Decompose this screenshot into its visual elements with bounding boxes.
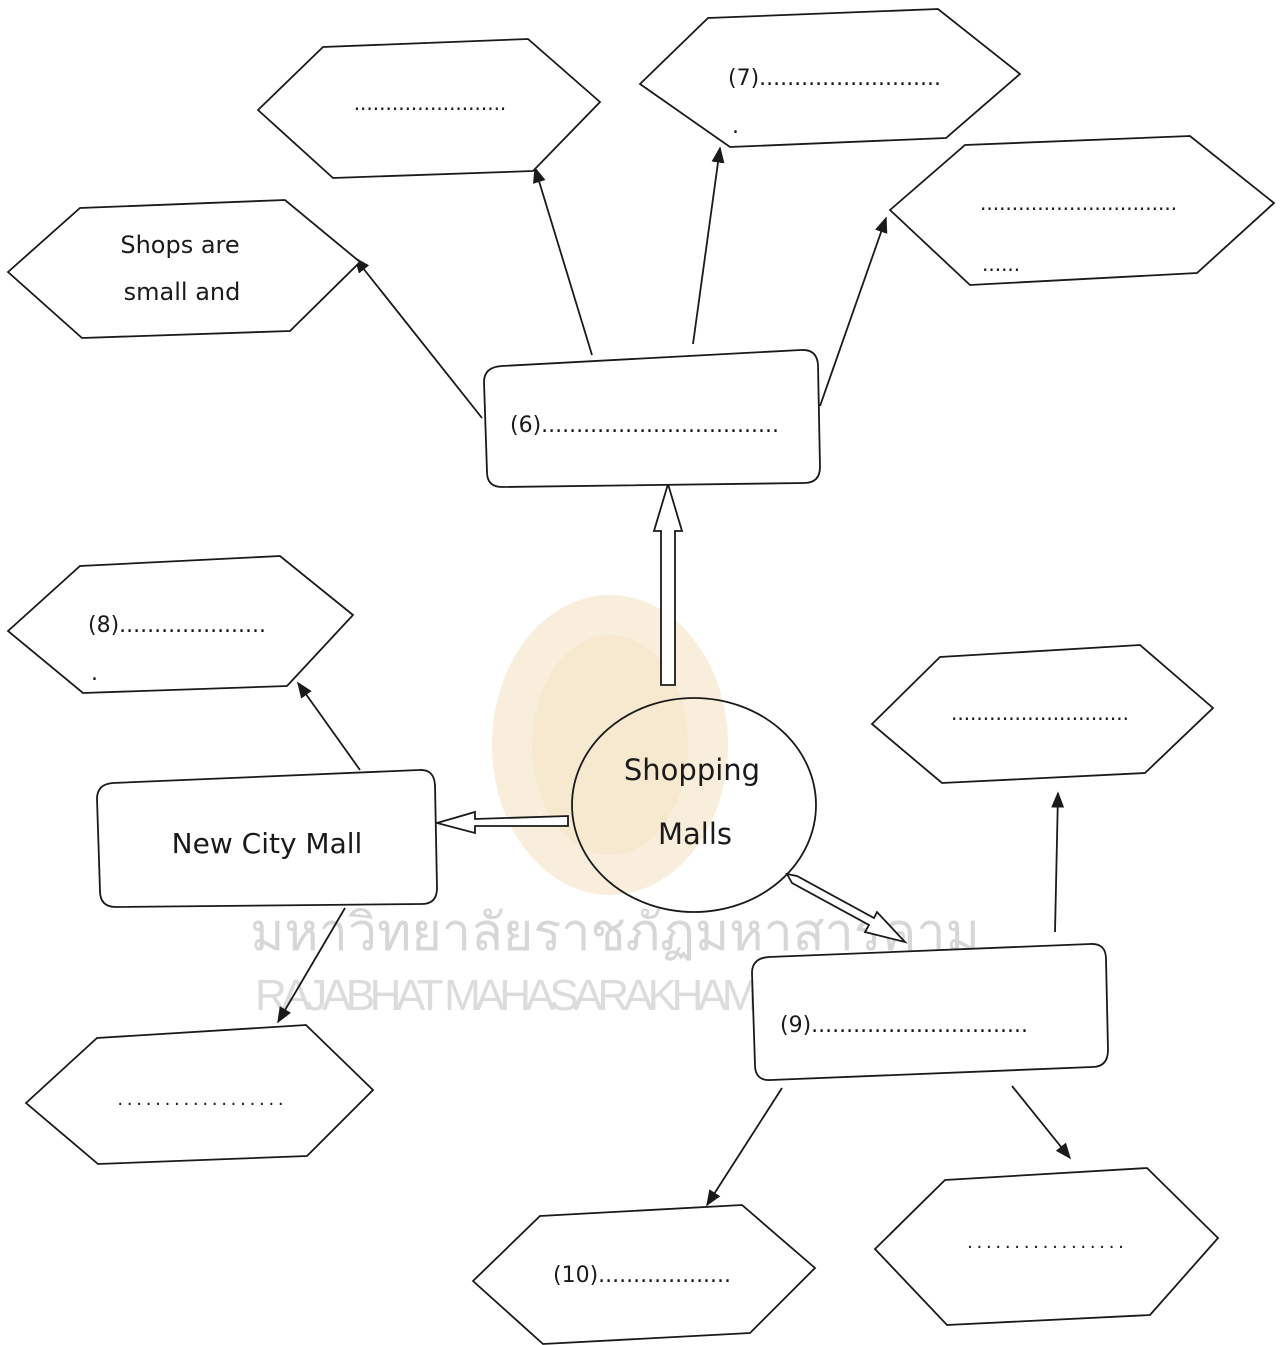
hexagon-top-far-left-line-1: Shops are (120, 231, 239, 259)
center-label-line-1: Shopping (624, 753, 760, 787)
hexagon-left-upper-line-1: (8)..................... (88, 613, 266, 638)
connector-right-to-lower-right (1011, 1085, 1072, 1160)
box-top-label: (6).................................. (510, 413, 779, 438)
hexagon-left-upper-line-2: . (91, 661, 98, 686)
connector-top-to-right (819, 216, 888, 407)
connector-top-to-mid-left (533, 166, 593, 356)
box-right-label: (9)............................... (780, 1013, 1028, 1038)
connector-top-to-mid-right (692, 146, 725, 345)
hexagon-top-mid-right (638, 8, 1022, 148)
hexagon-top-far-left (6, 199, 362, 339)
center-label-line-2: Malls (658, 817, 732, 851)
connector-left-to-lower (277, 907, 346, 1024)
connector-right-to-upper (1051, 791, 1065, 933)
hexagon-right-lower-left (471, 1204, 817, 1345)
hollow-arrow-center-to-top (652, 480, 684, 686)
hollow-arrow-center-to-left (433, 810, 569, 835)
hexagon-right-lower-left-line-1: (10)................... (553, 1263, 731, 1288)
box-right (751, 943, 1109, 1081)
hexagon-top-right-line-1: ............................... (980, 191, 1177, 215)
hexagon-right-lower-right (873, 1167, 1220, 1326)
hexagon-right-upper (870, 644, 1215, 784)
hexagon-top-mid-right-line-1: (7).......................... (728, 66, 941, 91)
hexagon-top-mid-left (256, 38, 602, 179)
hollow-arrow-center-to-right (785, 872, 908, 944)
hexagon-left-upper (6, 555, 355, 694)
hexagon-right-upper-line-1: ............................ (951, 701, 1129, 725)
connector-right-to-lower-left (706, 1087, 783, 1207)
box-left-label: New City Mall (172, 827, 363, 860)
hexagon-top-right (888, 135, 1276, 286)
center-circle (571, 697, 817, 913)
hexagon-right-lower-right-line-1: . . . . . . . . . . . . . . . . . (967, 1232, 1123, 1253)
connector-left-to-upper (297, 681, 361, 771)
hexagon-top-far-left-line-2: small and (124, 278, 241, 306)
box-left (96, 769, 438, 908)
connector-top-to-far-left (353, 256, 483, 419)
hexagon-left-lower-line-1: . . . . . . . . . . . . . . . . . . (117, 1089, 282, 1110)
hexagon-top-mid-right-line-2: . (732, 114, 739, 139)
hexagon-left-lower (24, 1024, 375, 1165)
hexagon-top-mid-left-line-1: ........................ (354, 91, 507, 115)
hexagon-top-right-line-2: ...... (982, 252, 1020, 276)
box-top (483, 349, 821, 488)
